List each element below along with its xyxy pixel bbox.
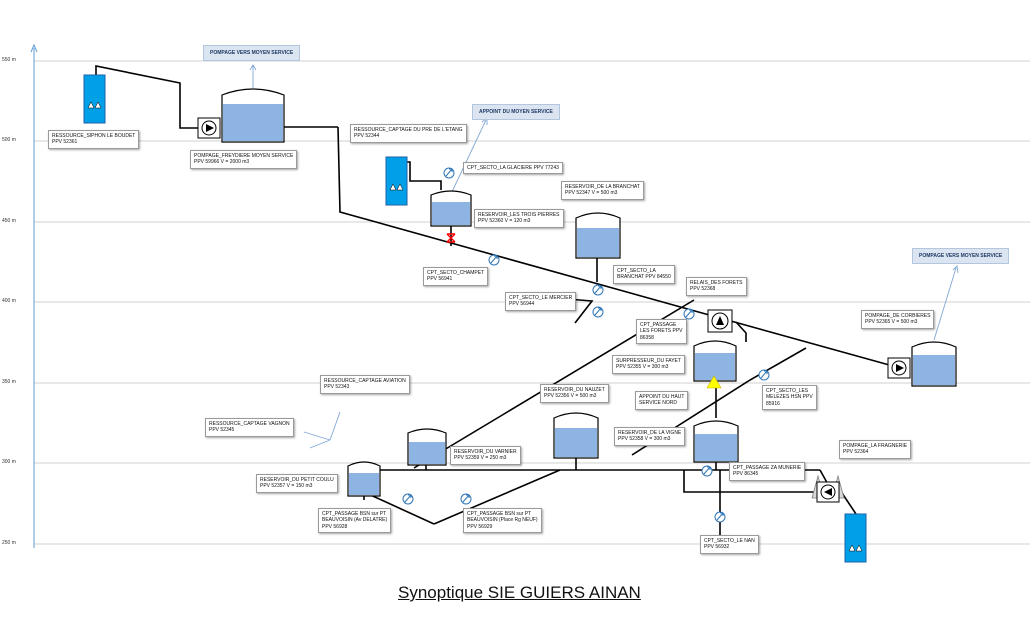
axis-tick-350: 350 m [2, 379, 16, 385]
header-pompage-moyen: POMPAGE VERS MOYEN SERVICE [203, 45, 301, 61]
flow-meter-champet-icon [488, 254, 500, 266]
reservoir-water [432, 202, 470, 225]
booster-triangle-icon [706, 375, 722, 389]
axis-tick-250: 250 m [2, 540, 16, 546]
altitude-axis-arrow-icon [30, 43, 38, 53]
axis-tick-550: 550 m [2, 57, 16, 63]
reservoir-branchat [575, 212, 621, 259]
pipe-siphon-freydiere [95, 65, 198, 129]
reservoir-water [913, 355, 955, 385]
reservoir-water [409, 442, 445, 464]
reservoir-water [349, 473, 379, 495]
flow-meter-branchat-icon [592, 284, 604, 296]
reservoir-trois-pierres [430, 190, 472, 227]
reservoir-freydiere [221, 88, 285, 143]
ressource-siphon-boudet [83, 74, 106, 124]
reservoir-water [577, 228, 619, 257]
arrow-pompage-moyen-icon [249, 64, 257, 88]
ressource-fragnerie [844, 513, 867, 563]
arrow-corbieres-icon [933, 265, 959, 341]
pipe-lower-branch-2 [433, 469, 561, 525]
ressource-tower [385, 156, 408, 206]
flow-meter-neuf-icon [460, 493, 472, 505]
pipe-forets-surpresseur [735, 321, 747, 342]
reservoir-surpresseur-fayet [693, 340, 737, 382]
reservoir-vigne [693, 420, 739, 463]
label-secto-glaciere: CPT_SECTO_LA GLACIERE PPV 77243 [463, 162, 563, 175]
ressource-tower [844, 513, 867, 563]
valve-icon [446, 233, 456, 243]
pump-fragnerie-icon [811, 474, 845, 503]
pipe-zamunerie-loop [683, 470, 820, 493]
pump-triangle-icon [389, 183, 404, 191]
flow-meter-meleze-icon [758, 369, 770, 381]
header-pompage-corbieres: POMPAGE VERS MOYEN SERVICE [912, 248, 1010, 264]
reservoir-nauzet [553, 412, 599, 459]
pump-freydiere-icon [197, 117, 221, 139]
axis-tick-400: 400 m [2, 298, 16, 304]
flow-meter-delatre-icon [402, 493, 414, 505]
axis-tick-300: 300 m [2, 459, 16, 465]
reservoir-varnier [407, 428, 447, 466]
reservoir-water [695, 434, 737, 461]
pump-triangle-icon [87, 101, 102, 109]
reservoir-corbieres [911, 341, 957, 387]
header-appoint-moyen: APPOINT DU MOYEN SERVICE [472, 104, 560, 120]
flow-meter-zamunerie-icon [701, 465, 713, 477]
reservoir-water [555, 428, 597, 457]
flow-meter-glaciere-icon [443, 167, 455, 179]
ressource-tower [83, 74, 106, 124]
flow-meter-mercier-icon [592, 306, 604, 318]
flow-meter-passage-forets-icon [683, 308, 695, 320]
reservoir-petit-couleu [347, 461, 381, 497]
page-title: Synoptique SIE GUIERS AINAN [398, 583, 641, 602]
axis-tick-500: 500 m [2, 137, 16, 143]
arrow-aviation-branch-icon [303, 411, 341, 449]
pipe-lower-branch-1 [363, 491, 435, 525]
ressource-captage-pre [385, 156, 408, 206]
flow-meter-nan-icon [714, 511, 726, 523]
axis-tick-450: 450 m [2, 218, 16, 224]
reservoir-water [223, 104, 283, 141]
pump-triangle-icon [848, 544, 863, 552]
pump-corbieres-icon [887, 357, 911, 379]
pump-relais-forets-icon [707, 309, 733, 333]
flow-meters [402, 167, 770, 523]
reservoir-water [695, 353, 735, 380]
pipe-main-trunk [337, 126, 901, 369]
